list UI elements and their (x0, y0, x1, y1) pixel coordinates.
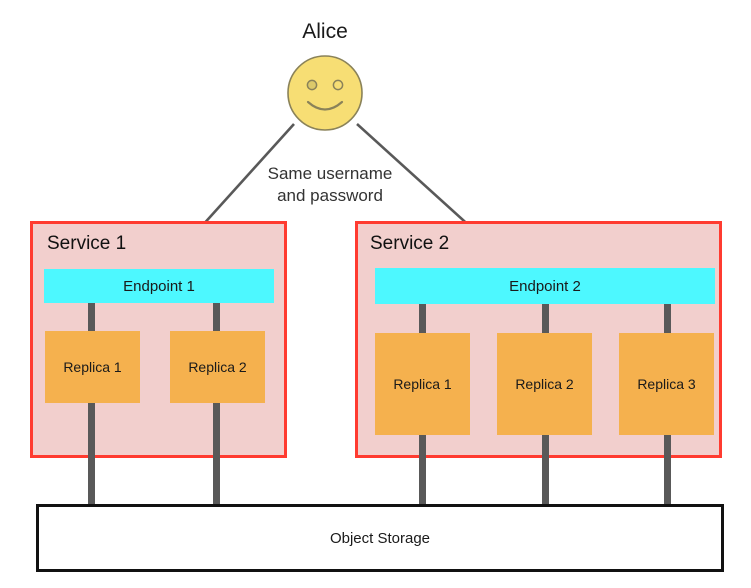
service-2-title: Service 2 (370, 233, 450, 254)
connector-endpoint2-replica2 (542, 304, 549, 334)
service-2-replica-3[interactable]: Replica 3 (619, 333, 714, 435)
connector-service1-replica2-storage (213, 403, 220, 507)
connector-service2-replica1-storage (419, 435, 426, 507)
service-2-replica-1[interactable]: Replica 1 (375, 333, 470, 435)
edge-label-line-2: and password (277, 186, 383, 205)
endpoint-2-bar[interactable]: Endpoint 2 (375, 268, 715, 304)
connector-endpoint1-replica1 (88, 303, 95, 333)
connector-endpoint2-replica1 (419, 304, 426, 334)
object-storage-box[interactable]: Object Storage (36, 504, 724, 572)
connector-service2-replica2-storage (542, 435, 549, 507)
service-2-replica-2[interactable]: Replica 2 (497, 333, 592, 435)
service-1-title: Service 1 (47, 233, 127, 254)
connector-endpoint2-replica3 (664, 304, 671, 334)
service-1-replica-2[interactable]: Replica 2 (170, 331, 265, 403)
connector-service2-replica3-storage (664, 435, 671, 507)
connector-endpoint1-replica2 (213, 303, 220, 333)
edge-label-line-1: Same username (267, 164, 393, 183)
service-1-replica-1[interactable]: Replica 1 (45, 331, 140, 403)
smiley-face-icon (287, 55, 363, 131)
connector-service1-replica1-storage (88, 403, 95, 507)
edge-label-credentials: Same username and password (245, 163, 415, 207)
endpoint-1-bar[interactable]: Endpoint 1 (44, 269, 274, 303)
actor-label-alice: Alice (302, 20, 348, 43)
